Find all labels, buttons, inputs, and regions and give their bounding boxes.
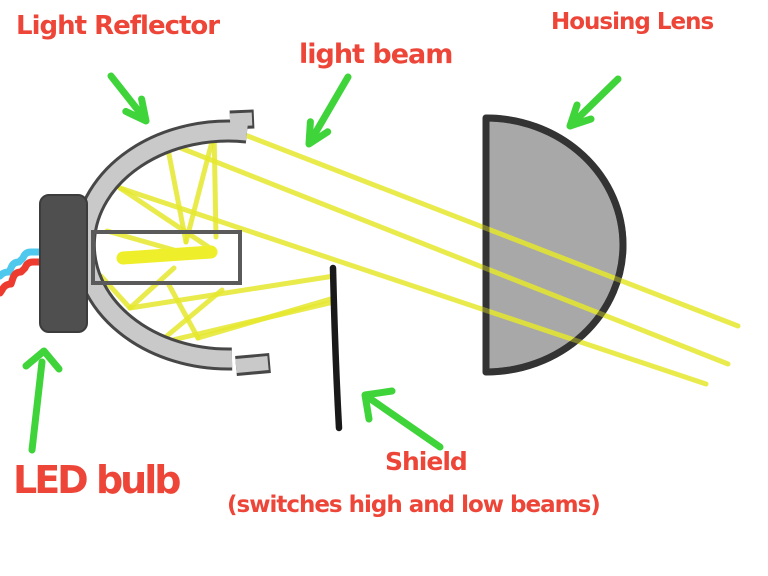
light-ray bbox=[183, 127, 218, 245]
red-wire bbox=[0, 258, 47, 297]
light-ray bbox=[166, 282, 201, 341]
light-ray bbox=[127, 265, 177, 311]
arrow-to-light-beam bbox=[305, 73, 352, 148]
led-filament bbox=[116, 245, 218, 265]
label-shield: Shield bbox=[385, 447, 468, 476]
label-housing-lens: Housing Lens bbox=[551, 9, 714, 35]
light-ray bbox=[117, 185, 216, 253]
light-ray bbox=[211, 125, 219, 240]
bulb-envelope bbox=[91, 230, 242, 285]
light-beams bbox=[98, 123, 741, 387]
cyan-wire bbox=[0, 248, 47, 280]
led-bulb-body bbox=[39, 194, 88, 333]
light-ray bbox=[165, 140, 731, 367]
annotation-arrows bbox=[22, 72, 622, 454]
shield-plate bbox=[329, 264, 343, 432]
light-ray bbox=[159, 287, 225, 343]
arrow-to-reflector bbox=[107, 72, 150, 125]
light-ray bbox=[219, 123, 741, 329]
label-led-bulb: LED bulb bbox=[13, 458, 181, 502]
label-light-beam: light beam bbox=[299, 39, 453, 70]
housing-lens-outline bbox=[482, 114, 627, 376]
light-ray bbox=[164, 141, 189, 245]
label-light-reflector: Light Reflector bbox=[16, 11, 220, 41]
arrow-to-led-bulb bbox=[22, 347, 63, 454]
label-shield-note: (switches high and low beams) bbox=[227, 492, 601, 518]
light-ray bbox=[161, 299, 337, 345]
arrow-to-shield bbox=[361, 387, 444, 451]
light-ray bbox=[127, 273, 337, 311]
arrow-to-housing-lens bbox=[566, 75, 622, 130]
